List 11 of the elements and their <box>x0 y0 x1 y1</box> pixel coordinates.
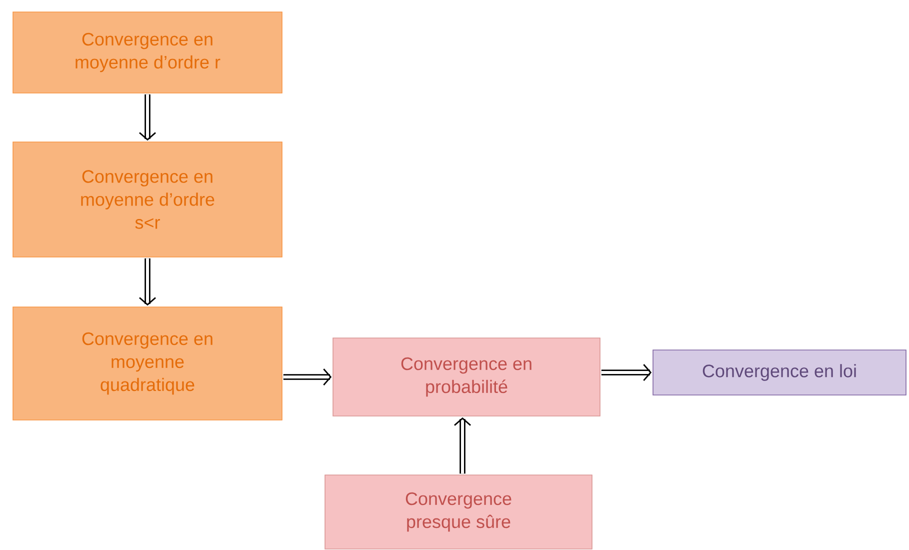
arrow <box>454 417 471 474</box>
process-box: Convergence en moyenne quadratique <box>12 306 282 420</box>
arrow <box>601 364 652 381</box>
arrow <box>139 94 156 141</box>
process-box: Convergence en moyenne d’ordre r <box>12 12 282 94</box>
arrow <box>283 368 332 386</box>
arrow <box>139 258 156 306</box>
process-box: Convergence en probabilité <box>332 338 600 416</box>
process-box: Convergence en loi <box>652 350 906 396</box>
process-box: Convergence en moyenne d’ordre s<r <box>12 142 282 258</box>
process-box: Convergence presque sûre <box>324 474 592 550</box>
